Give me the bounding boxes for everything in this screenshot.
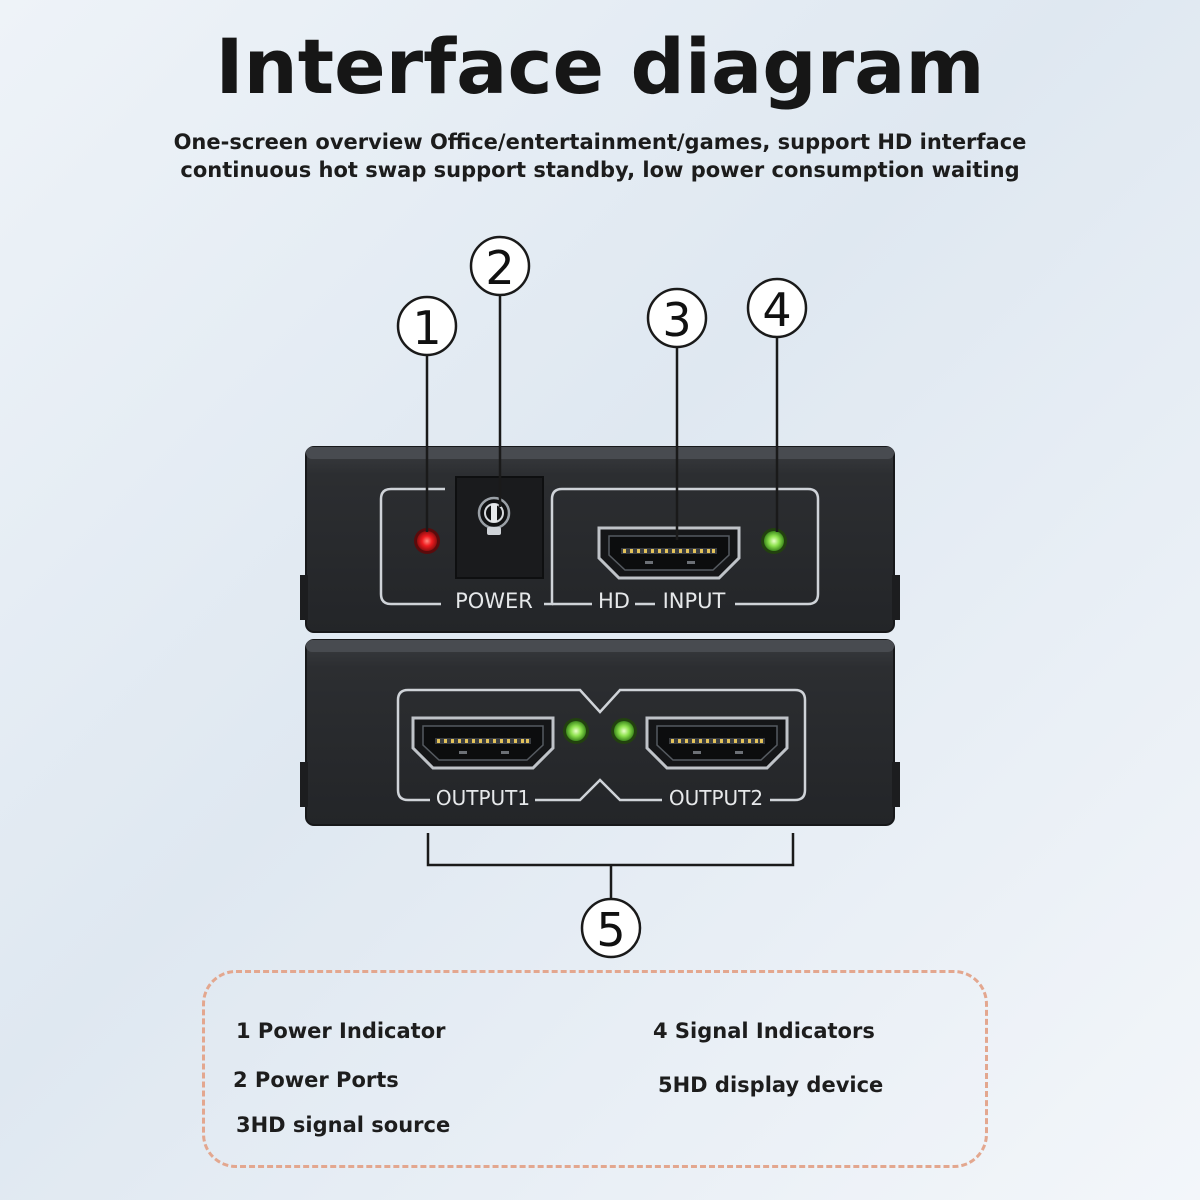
callout-1-number: 1 [412, 301, 441, 355]
input-label: INPUT [663, 589, 726, 613]
legend-item-5: 5HD display device [658, 1073, 884, 1097]
subtitle-line-2: continuous hot swap support standby, low… [180, 158, 1020, 182]
input-signal-led [761, 528, 787, 554]
callout-1: 1 [396, 295, 458, 357]
hdmi-input-port-icon [597, 526, 741, 580]
power-label: POWER [455, 589, 533, 613]
subtitle-line-1: One-screen overview Office/entertainment… [173, 130, 1027, 154]
callout-2: 2 [469, 235, 531, 297]
callout-4-number: 4 [762, 283, 791, 337]
output2-label: OUTPUT2 [669, 786, 763, 810]
callout-5: 5 [580, 897, 642, 959]
legend-item-1: 1 Power Indicator [236, 1019, 446, 1043]
callout-2-number: 2 [485, 241, 514, 295]
callout-3: 3 [646, 287, 708, 349]
output1-signal-led [563, 718, 589, 744]
legend-item-2: 2 Power Ports [233, 1068, 399, 1092]
callout-4: 4 [746, 277, 808, 339]
callout-5-number: 5 [596, 903, 625, 957]
power-indicator-led [414, 528, 440, 554]
hd-label: HD [598, 589, 630, 613]
legend-box [202, 970, 988, 1168]
page-subtitle: One-screen overview Office/entertainment… [0, 128, 1200, 184]
hdmi-output2-port-icon [645, 716, 789, 770]
legend-item-4: 4 Signal Indicators [653, 1019, 875, 1043]
leader-lines [425, 296, 795, 898]
hdmi-output1-port-icon [411, 716, 555, 770]
output2-signal-led [611, 718, 637, 744]
legend-item-3: 3HD signal source [236, 1113, 451, 1137]
output1-label: OUTPUT1 [436, 786, 530, 810]
input-frame-outline [544, 487, 820, 606]
power-frame-outline [379, 487, 445, 606]
output-frame-outline [396, 688, 807, 802]
output-panel [300, 639, 900, 826]
callout-3-number: 3 [662, 293, 691, 347]
page-title: Interface diagram [215, 22, 985, 111]
